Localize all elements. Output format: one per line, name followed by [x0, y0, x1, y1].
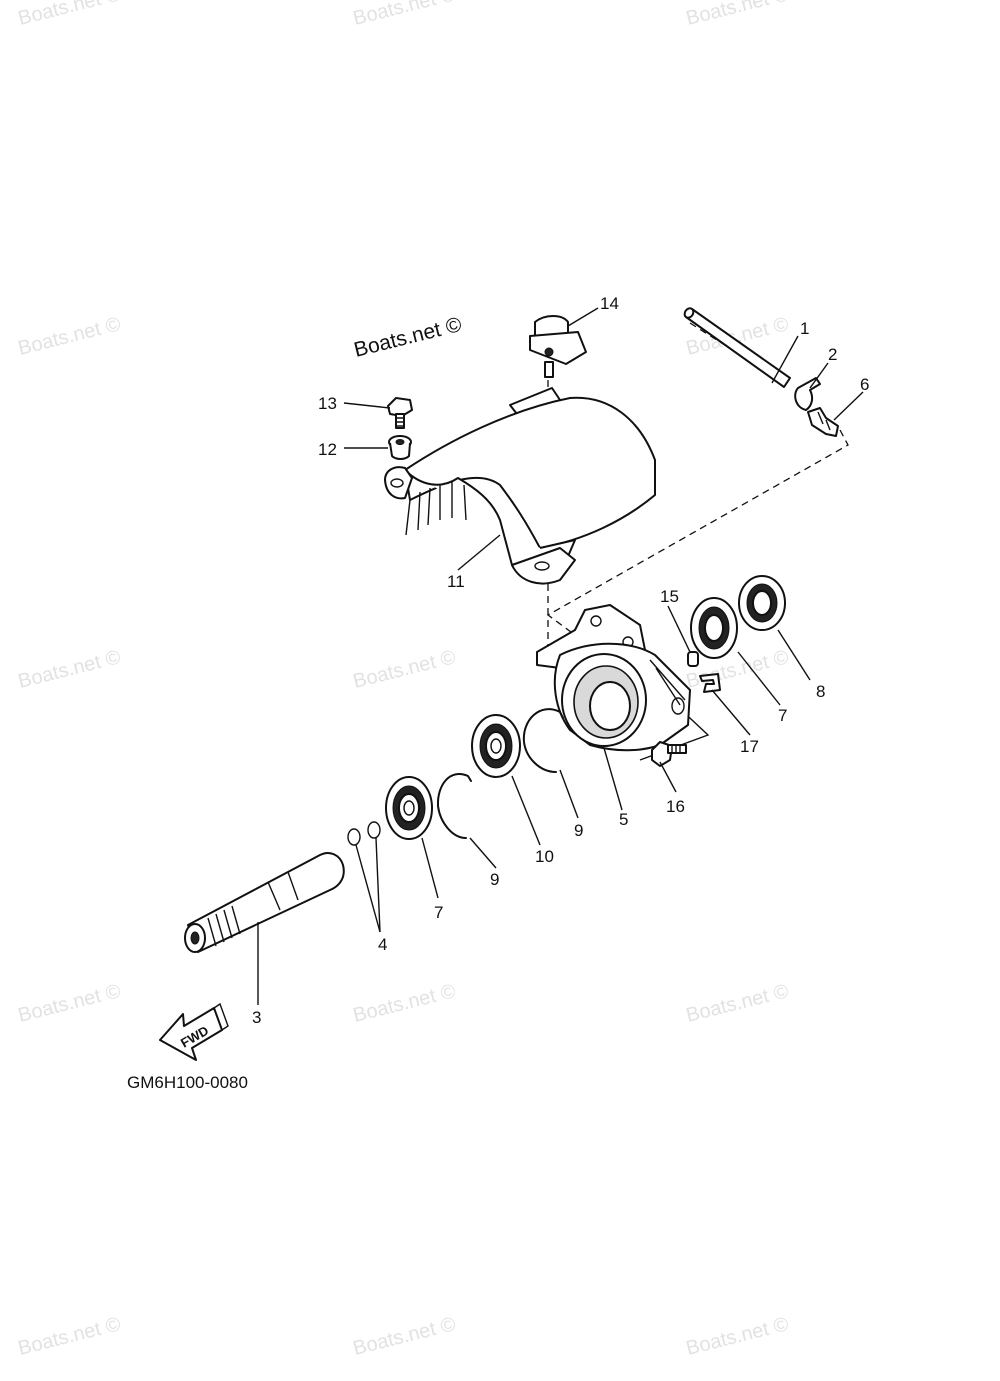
- leader-lines: [257, 307, 864, 1005]
- callout-9: 9: [490, 870, 499, 889]
- watermark: Boats.net ©: [16, 0, 123, 30]
- bearing-part-7: [385, 776, 433, 840]
- forward-arrow: FWD: [159, 1002, 229, 1061]
- callout-2: 2: [828, 345, 837, 364]
- watermark: Boats.net ©: [16, 980, 123, 1027]
- callout-3: 3: [252, 1008, 261, 1027]
- watermark: Boats.net ©: [16, 646, 123, 693]
- callout-13: 13: [318, 394, 337, 413]
- sensor-part-14: [529, 315, 587, 378]
- callout-17: 17: [740, 737, 759, 756]
- callout-14: 14: [600, 294, 619, 313]
- watermark: Boats.net ©: [351, 646, 458, 693]
- pin-part-1: [683, 307, 791, 388]
- callout-11: 11: [447, 572, 465, 591]
- callout-6: 6: [860, 375, 869, 394]
- callout-5: 5: [619, 810, 628, 829]
- diagram-code: GM6H100-0080: [127, 1073, 248, 1092]
- bolt-part-13: [387, 397, 413, 429]
- clip-part-2: [794, 377, 821, 411]
- bearing-part-8: [738, 575, 786, 631]
- watermark: Boats.net ©: [684, 980, 791, 1027]
- callout-10: 10: [535, 847, 554, 866]
- watermark: Boats.net ©: [16, 1313, 123, 1360]
- callout-12: 12: [318, 440, 337, 459]
- watermark: Boats.net ©: [16, 313, 123, 360]
- callout-15: 15: [660, 587, 679, 606]
- callout-labels: 1 2 3 4 5 6 7 7 8 9 9 10 11 12 13 14 15 …: [252, 294, 869, 1027]
- watermark: Boats.net ©: [684, 0, 791, 30]
- watermark: Boats.net ©: [351, 0, 458, 30]
- o-ring-part-4: [347, 828, 361, 846]
- callout-4: 4: [378, 935, 387, 954]
- bearing-part-7b: [690, 597, 738, 659]
- shaft-part-3: [184, 852, 345, 953]
- housing-part-5: [536, 604, 691, 752]
- assembly-line: [546, 429, 849, 636]
- watermark: Boats.net ©: [351, 1313, 458, 1360]
- snap-ring-part-9: [436, 773, 472, 839]
- callout-7: 7: [434, 903, 443, 922]
- bearing-part-10: [471, 714, 521, 778]
- callout-9b: 9: [574, 821, 583, 840]
- diagram-credit: Boats.net ©: [352, 313, 465, 362]
- callout-16: 16: [666, 797, 685, 816]
- collar-part-12: [388, 435, 412, 460]
- callout-7b: 7: [778, 706, 787, 725]
- o-ring-part-4: [367, 821, 381, 839]
- clip-part-17: [699, 673, 721, 693]
- watermark: Boats.net ©: [684, 1313, 791, 1360]
- callout-1: 1: [800, 319, 809, 338]
- bolt-part-16: [651, 741, 687, 767]
- snap-ring-part-9: [522, 708, 564, 773]
- watermark: Boats.net ©: [351, 980, 458, 1027]
- dowel-part-15: [687, 651, 699, 667]
- cover-part-11: [384, 387, 656, 585]
- callout-8: 8: [816, 682, 825, 701]
- fitting-part-6: [807, 407, 839, 437]
